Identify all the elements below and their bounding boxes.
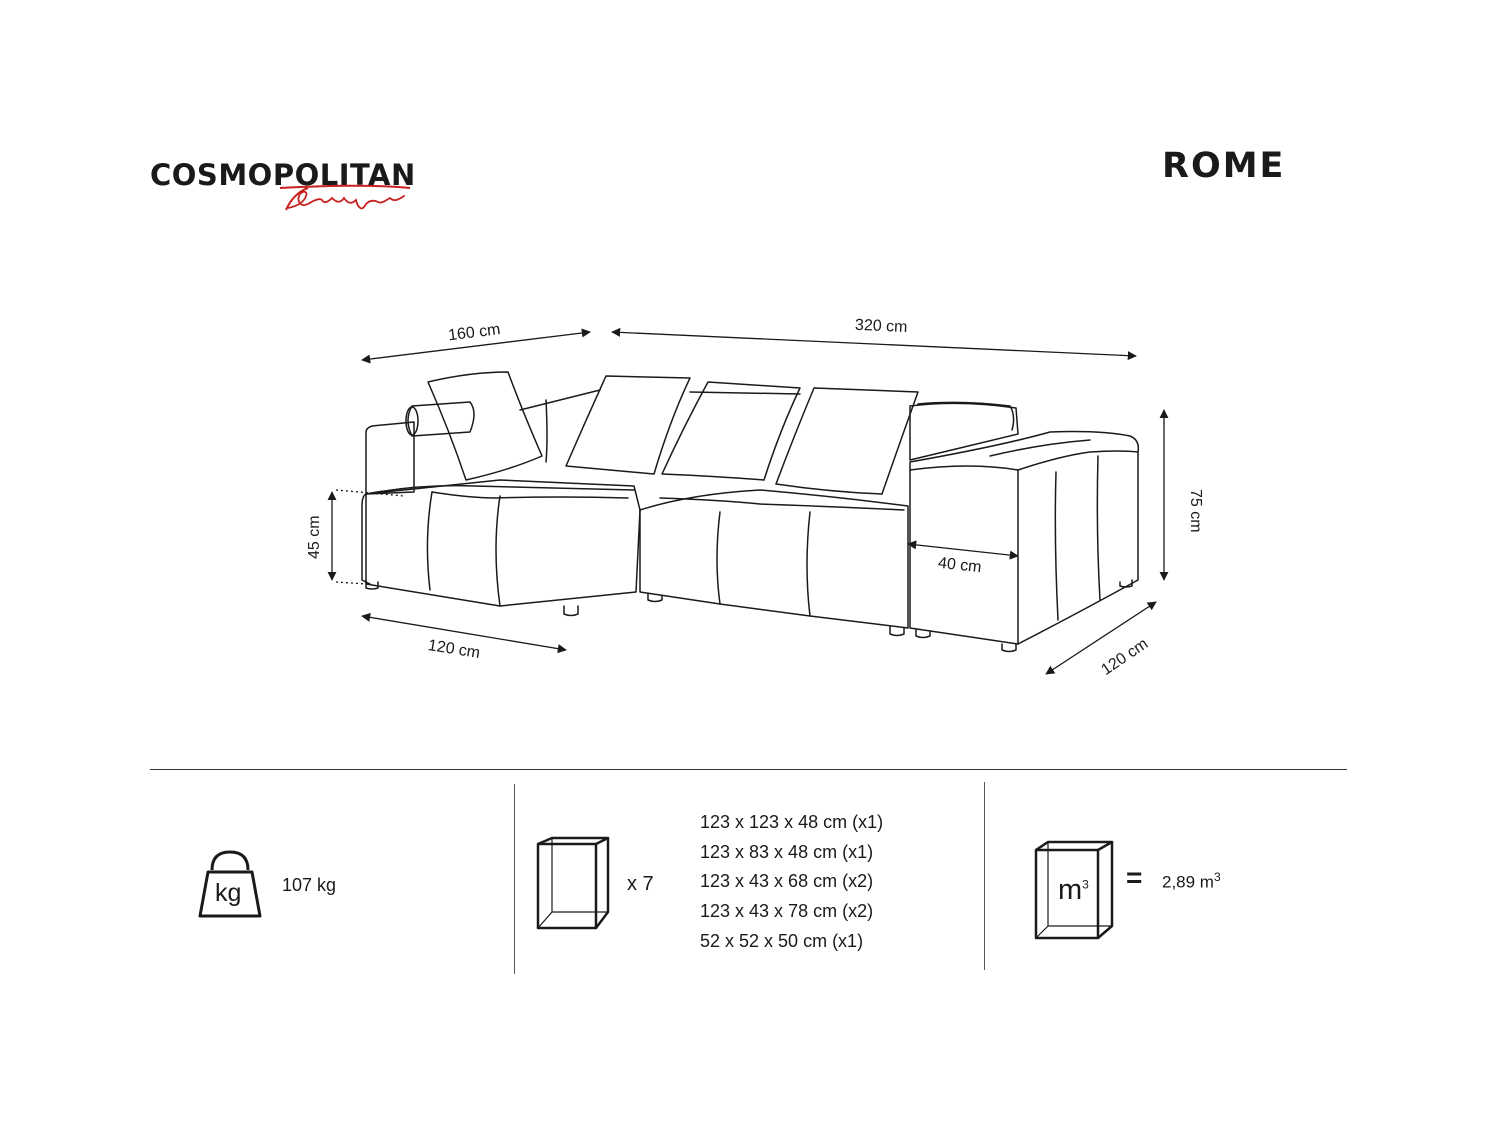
dim-sofa-width: 320 cm bbox=[855, 317, 908, 336]
column-divider-1 bbox=[514, 784, 515, 974]
dim-height: 75 cm bbox=[1187, 489, 1204, 533]
kg-icon-label: kg bbox=[215, 879, 242, 907]
dim-chaise-width: 160 cm bbox=[447, 321, 501, 344]
volume-icon-sup: 3 bbox=[1082, 877, 1089, 892]
dim-armrest-width: 40 cm bbox=[937, 555, 982, 576]
package-item: 123 x 123 x 48 cm (x1) bbox=[700, 812, 884, 832]
package-item: 123 x 43 x 68 cm (x2) bbox=[700, 871, 874, 892]
dim-chaise-depth: 120 cm bbox=[427, 637, 481, 662]
volume-icon-label: m bbox=[1058, 874, 1083, 906]
equals-sign: = bbox=[1126, 862, 1143, 893]
section-divider bbox=[150, 769, 1347, 770]
package-item: 123 x 83 x 48 cm (x1) bbox=[700, 841, 874, 862]
package-item: 123 x 43 x 78 cm (x2) bbox=[700, 901, 874, 922]
package-item: 52 x 52 x 50 cm (x1) bbox=[700, 930, 864, 951]
package-count: x 7 bbox=[627, 873, 654, 895]
volume-value: 2,89 m3 bbox=[1162, 870, 1221, 893]
volume-cube-icon: m3 bbox=[1034, 840, 1114, 940]
dim-depth: 120 cm bbox=[1098, 635, 1151, 678]
sofa-outline bbox=[361, 371, 1140, 653]
kg-weight-icon: kg bbox=[198, 850, 262, 920]
brand-logo: COSMOPOLITAN bbox=[150, 158, 420, 218]
weight-value: 107 kg bbox=[282, 875, 337, 895]
brand-script-logo bbox=[279, 184, 411, 211]
product-title: ROME bbox=[1162, 146, 1286, 186]
column-divider-2 bbox=[984, 782, 985, 970]
dim-seat-height: 45 cm bbox=[306, 515, 323, 559]
package-list: 123 x 123 x 48 cm (x1) 123 x 83 x 48 cm … bbox=[700, 808, 883, 957]
volume-value-sup: 3 bbox=[1213, 870, 1221, 884]
volume-value-text: 2,89 m bbox=[1162, 872, 1214, 892]
box-icon bbox=[536, 836, 610, 932]
dimension-lines bbox=[327, 327, 1169, 675]
sofa-technical-drawing: 160 cm 320 cm 75 cm 45 cm 120 cm 40 cm 1… bbox=[306, 317, 1204, 679]
